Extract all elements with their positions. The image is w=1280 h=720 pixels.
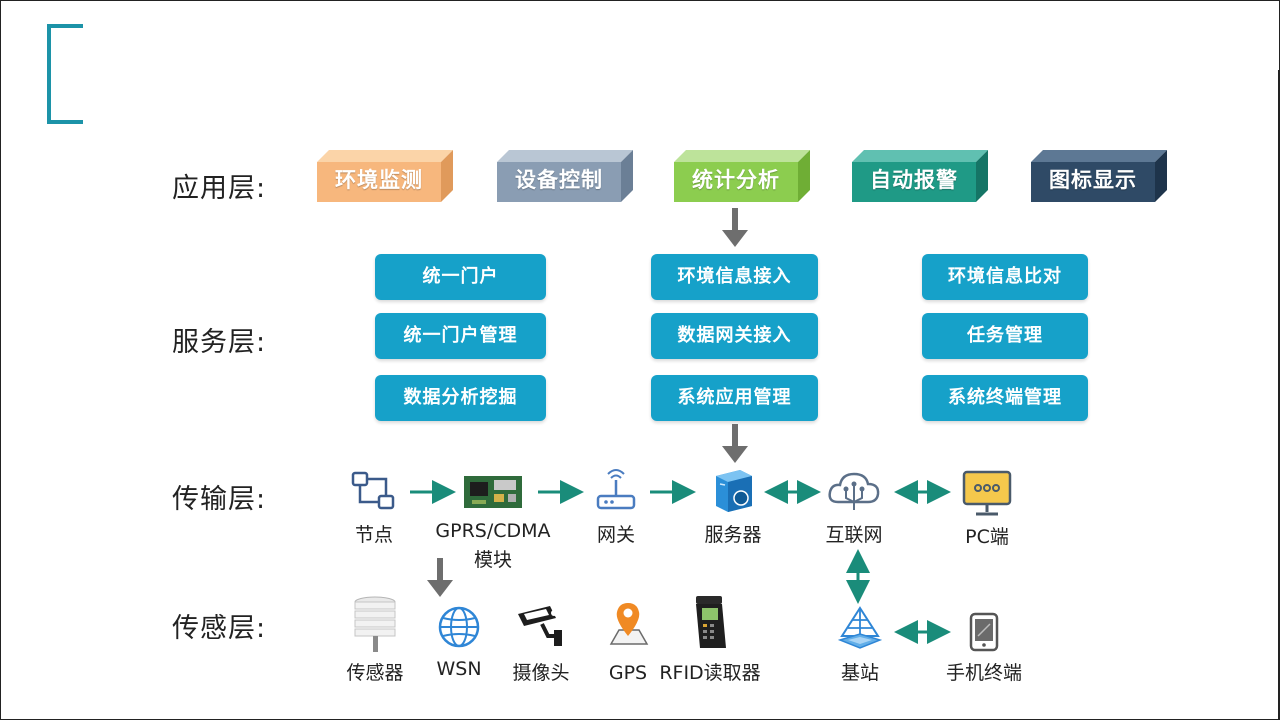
node-base-station[interactable]: 基站 (838, 606, 882, 684)
arrow-module-to-wsn (427, 558, 453, 597)
svc-task-mgmt[interactable]: 任务管理 (922, 313, 1088, 359)
svc-terminal-mgmt[interactable]: 系统终端管理 (922, 375, 1088, 421)
app-box-shape (852, 150, 988, 202)
title-bracket (47, 24, 83, 124)
node-label: 服务器 (704, 524, 762, 546)
box-side-face (976, 150, 988, 202)
node-pc[interactable]: PC端 (962, 470, 1012, 548)
box-side-face (798, 150, 810, 202)
svc-unified-portal-mgmt[interactable]: 统一门户管理 (375, 313, 546, 359)
svc-env-info-access[interactable]: 环境信息接入 (651, 254, 818, 300)
node-label: WSN (436, 658, 482, 680)
app-box-shape (674, 150, 810, 202)
svc-env-info-compare[interactable]: 环境信息比对 (922, 254, 1088, 300)
node-gprs-module[interactable]: GPRS/CDMA 模块 (435, 470, 551, 571)
node-sensor[interactable]: 传感器 (346, 594, 404, 684)
box-top-face (497, 150, 633, 162)
node-gps[interactable]: GPS (607, 600, 649, 684)
node-phone[interactable]: 手机终端 (946, 612, 1022, 684)
node-label: 摄像头 (512, 662, 570, 684)
arrow-stats-to-service (722, 208, 748, 247)
svc-unified-portal[interactable]: 统一门户 (375, 254, 546, 300)
box-side-face (1155, 150, 1167, 202)
app-box-device-control[interactable]: 设备控制 (497, 150, 635, 202)
circuit-board-icon (464, 476, 522, 508)
layer-label-transport: 传输层: (172, 484, 267, 515)
monitor-icon (962, 470, 1012, 516)
box-front-face (674, 162, 798, 202)
app-box-shape (1031, 150, 1167, 202)
box-front-face (317, 162, 441, 202)
node-sensor-node[interactable]: 节点 (350, 470, 398, 546)
box-top-face (317, 150, 453, 162)
box-top-face (1031, 150, 1167, 162)
layer-label-application: 应用层: (172, 173, 267, 204)
cloud-icon (828, 472, 880, 510)
box-side-face (621, 150, 633, 202)
app-box-shape (317, 150, 453, 202)
node-icon (351, 471, 395, 510)
app-box-label: 统计分析 (692, 168, 780, 192)
app-box-label: 图标显示 (1049, 168, 1137, 192)
node-label: 互联网 (825, 524, 883, 546)
node-rfid-reader[interactable]: RFID读取器 (659, 594, 761, 684)
server-icon (716, 470, 752, 512)
box-front-face (1031, 162, 1155, 202)
node-label: RFID读取器 (659, 662, 761, 684)
node-gateway[interactable]: 网关 (594, 466, 638, 546)
app-box-label: 环境监测 (335, 168, 423, 192)
base-station-icon (838, 606, 882, 649)
node-label: 基站 (840, 662, 879, 684)
app-box-stats[interactable]: 统计分析 (674, 150, 812, 202)
app-box-shape (497, 150, 633, 202)
layer-label-service: 服务层: (172, 327, 267, 358)
router-icon (596, 469, 636, 510)
phone-icon (969, 612, 999, 652)
sensor-icon (354, 596, 396, 652)
svc-data-gateway-access[interactable]: 数据网关接入 (651, 313, 818, 359)
node-server[interactable]: 服务器 (704, 466, 762, 546)
svc-data-mining[interactable]: 数据分析挖掘 (375, 375, 546, 421)
app-box-icon-display[interactable]: 图标显示 (1031, 150, 1169, 202)
node-wsn[interactable]: WSN (436, 604, 482, 680)
node-label: 传感器 (346, 662, 404, 684)
node-label: GPS (608, 662, 648, 684)
app-box-env-monitor[interactable]: 环境监测 (317, 150, 455, 202)
camera-icon (518, 606, 562, 646)
node-label-line2: 模块 (473, 549, 512, 571)
node-camera[interactable]: 摄像头 (512, 604, 570, 684)
app-box-label: 自动报警 (870, 168, 958, 192)
node-label: 手机终端 (945, 662, 1022, 684)
app-box-alarm[interactable]: 自动报警 (852, 150, 990, 202)
box-front-face (497, 162, 621, 202)
box-top-face (674, 150, 810, 162)
arrow-service-to-server (722, 424, 748, 463)
slide-edge (1278, 70, 1280, 720)
box-side-face (441, 150, 453, 202)
rfid-reader-icon (696, 596, 726, 648)
layer-label-sensing: 传感层: (172, 613, 267, 644)
app-box-label: 设备控制 (515, 168, 603, 192)
box-top-face (852, 150, 988, 162)
node-label: 节点 (354, 524, 393, 546)
svc-system-app-mgmt[interactable]: 系统应用管理 (651, 375, 818, 421)
map-pin-icon (609, 603, 649, 645)
node-internet[interactable]: 互联网 (825, 468, 883, 546)
node-label: GPRS/CDMA (435, 520, 551, 542)
node-label: 网关 (596, 524, 635, 546)
node-label: PC端 (965, 526, 1009, 548)
box-front-face (852, 162, 976, 202)
globe-icon (438, 606, 480, 648)
